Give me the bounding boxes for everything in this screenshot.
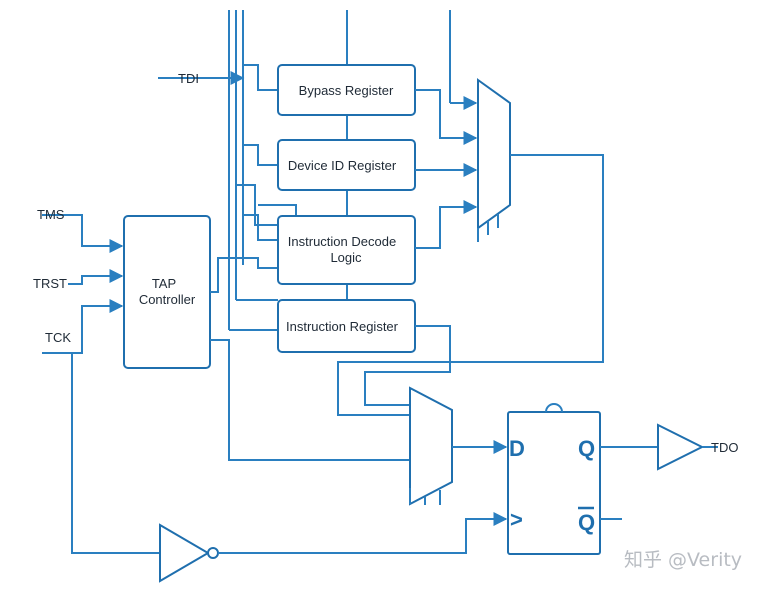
bypass-register: Bypass Register	[277, 64, 416, 116]
device-id-register: Device ID Register	[277, 139, 416, 191]
register-inputs	[229, 64, 297, 331]
vertical-buses	[228, 10, 348, 330]
ff-qbar-label: Q	[578, 510, 595, 535]
tap-label-line2: Controller	[139, 292, 196, 307]
output-mux	[409, 386, 508, 506]
tap-controller: TAP Controller	[123, 215, 211, 369]
d-flip-flop: D Q > Q	[507, 403, 622, 555]
data-mux	[415, 10, 511, 249]
instruction-register-label: Instruction Register	[286, 319, 399, 334]
instruction-decode-logic: Instruction Decode Logic	[277, 215, 416, 285]
data-mux-output	[337, 154, 604, 416]
tdo-path	[600, 423, 718, 471]
pin-labels: TDI TMS TRST TCK TDO	[33, 71, 738, 455]
instruction-register: Instruction Register	[277, 299, 416, 353]
pin-tck: TCK	[45, 330, 71, 345]
tap-label-line1: TAP	[152, 276, 176, 291]
tap-inputs	[42, 214, 124, 354]
tap-outputs	[210, 257, 410, 461]
ff-q-label: Q	[578, 436, 595, 461]
ff-clk-label: >	[510, 507, 523, 532]
pin-trst: TRST	[33, 276, 67, 291]
watermark: 知乎 @Verity	[624, 549, 742, 571]
decode-label-line2: Logic	[330, 250, 362, 265]
bypass-register-label: Bypass Register	[299, 83, 394, 98]
ir-output	[364, 325, 451, 406]
pin-tdo: TDO	[711, 440, 738, 455]
tck-path	[71, 353, 508, 583]
device-id-register-label: Device ID Register	[288, 158, 397, 173]
decode-label-line1: Instruction Decode	[288, 234, 396, 249]
pin-tdi: TDI	[178, 71, 199, 86]
pin-tms: TMS	[37, 207, 65, 222]
ff-d-label: D	[509, 436, 525, 461]
